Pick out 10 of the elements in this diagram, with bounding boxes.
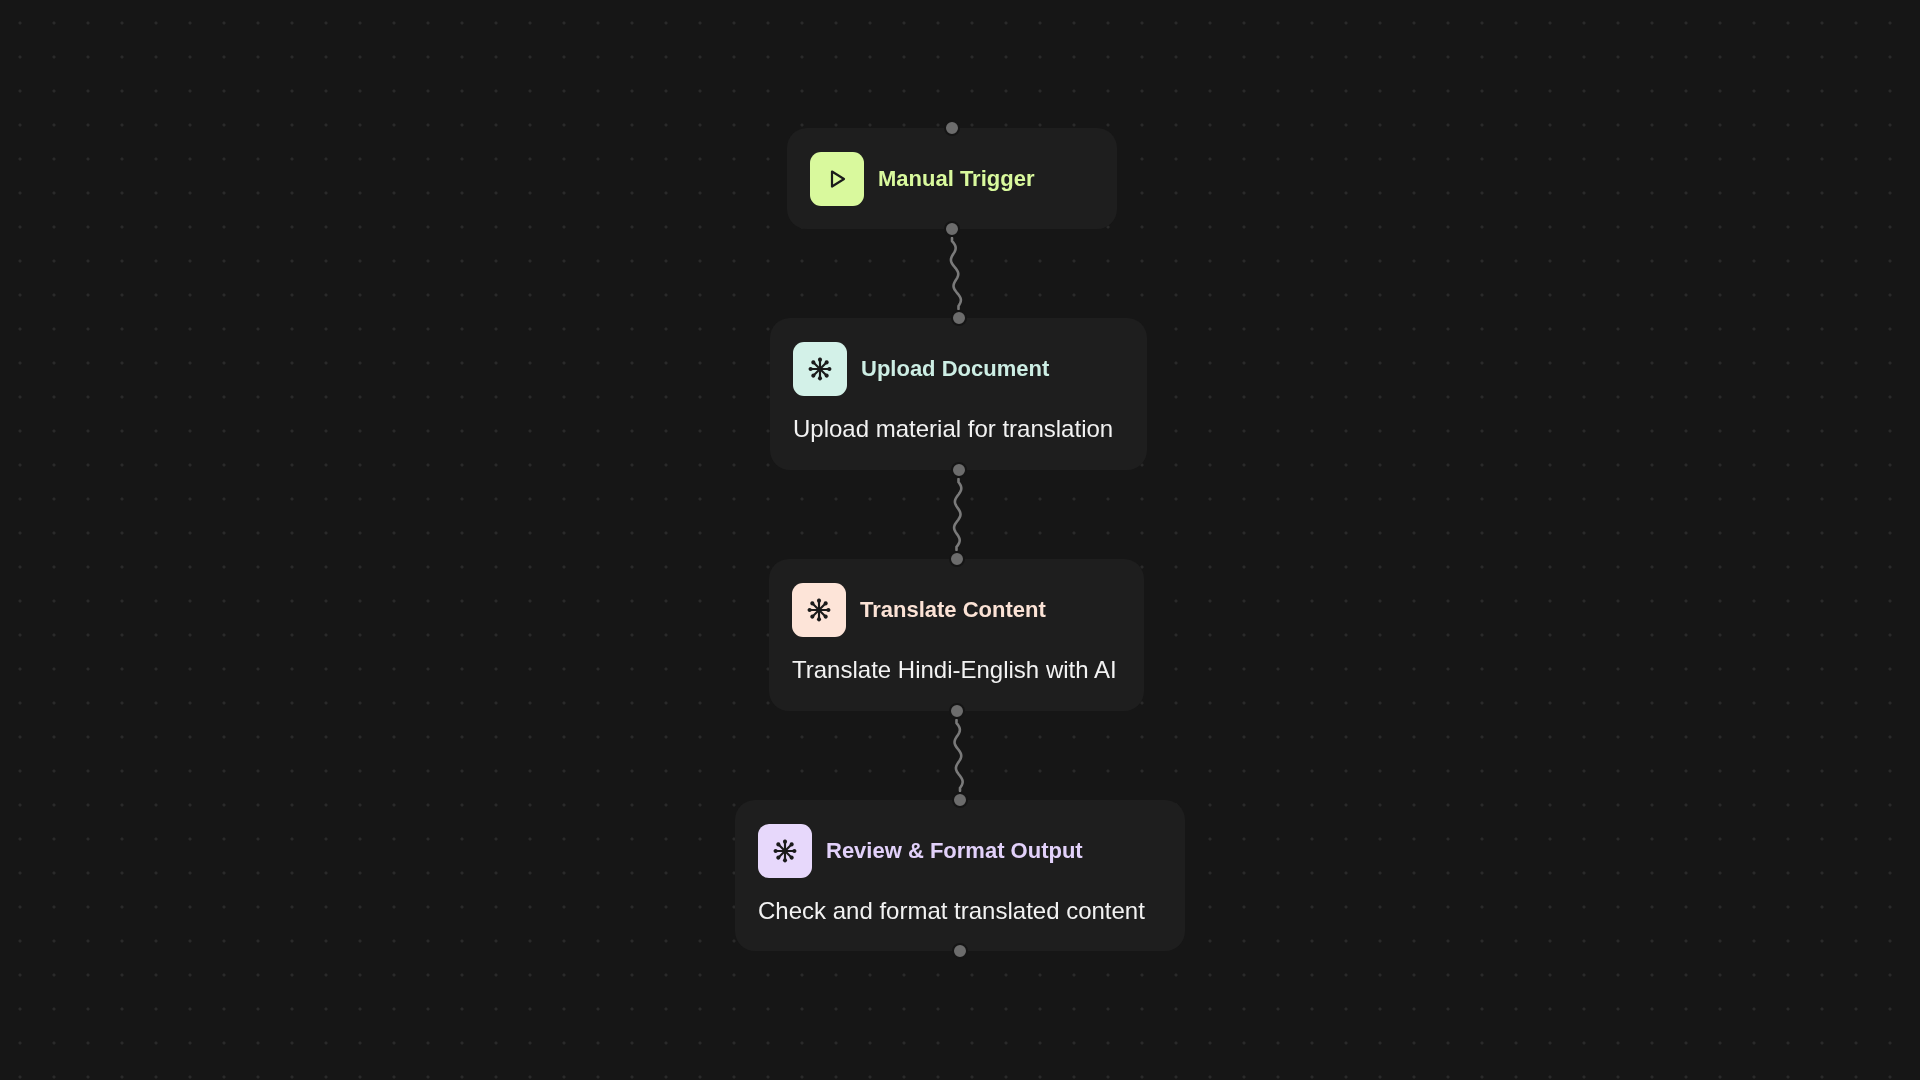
node-title: Translate Content bbox=[860, 597, 1046, 623]
node-description: Check and format translated content bbox=[758, 897, 1145, 925]
node-description: Translate Hindi-English with AI bbox=[792, 656, 1117, 684]
wavy-connector bbox=[953, 718, 964, 793]
wavy-connector bbox=[949, 236, 963, 311]
node-title: Upload Document bbox=[861, 356, 1050, 382]
wavy-connector bbox=[952, 477, 963, 552]
node-title: Manual Trigger bbox=[878, 166, 1035, 192]
node-title: Review & Format Output bbox=[826, 838, 1083, 864]
node-description: Upload material for translation bbox=[793, 415, 1114, 443]
